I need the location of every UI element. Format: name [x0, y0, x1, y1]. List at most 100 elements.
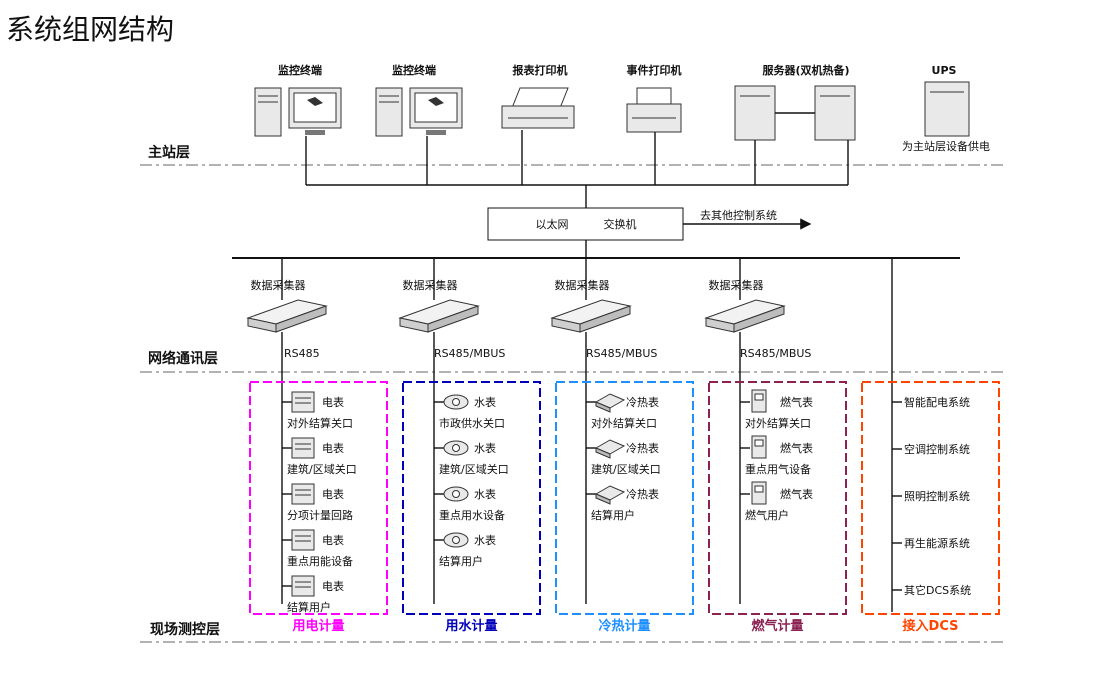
electric-meter-icon [291, 391, 315, 413]
meter-location-label: 重点用水设备 [439, 508, 505, 522]
electric-meter-icon [291, 437, 315, 459]
meter-location-label: 重点用能设备 [287, 554, 353, 568]
data-collector: 数据采集器 RS485/MBUS [550, 258, 657, 604]
water-meter-icon [443, 486, 469, 502]
meter-type-label: 水表 [474, 533, 496, 547]
meter-type-label: 冷热表 [626, 441, 659, 455]
meter-type-label: 冷热表 [626, 395, 659, 409]
meter-location-label: 建筑/区域关口 [591, 462, 661, 476]
water-meter-icon [443, 440, 469, 456]
ups-icon [924, 81, 970, 137]
workstation-icon [375, 87, 463, 137]
meter-location-label: 建筑/区域关口 [287, 462, 357, 476]
electric-meter-icon [291, 483, 315, 505]
heat-meter-icon [594, 485, 626, 505]
ethernet-switch [487, 207, 684, 241]
switch-label-right: 交换机 [604, 217, 637, 231]
meter-location-label: 市政供水关口 [439, 416, 505, 430]
meter-type-label: 电表 [322, 579, 344, 593]
collector-label: 数据采集器 [709, 278, 764, 292]
water-meter-icon [443, 394, 469, 410]
other-system-label: 去其他控制系统 [700, 208, 777, 222]
dcs-system-label: 照明控制系统 [904, 489, 970, 503]
meter-type-label: 电表 [322, 395, 344, 409]
meter-location-label: 燃气用户 [745, 508, 789, 522]
group-border [861, 381, 1000, 615]
dual-server-icon [734, 85, 856, 141]
group-caption: 燃气计量 [751, 618, 803, 634]
meter-type-label: 电表 [322, 441, 344, 455]
collector-bus-label: RS485 [284, 347, 320, 360]
dcs-system-label: 其它DCS系统 [904, 583, 971, 597]
top-device-label: 报表打印机 [513, 63, 568, 77]
layer-label-field: 现场测控层 [150, 621, 220, 638]
dcs-system-label: 再生能源系统 [904, 536, 970, 550]
collector-bus-label: RS485/MBUS [434, 347, 505, 360]
collectors: 数据采集器 RS485 数据采集器 RS485/MBUS 数据采集器 RS485/MBUS… [246, 258, 811, 604]
group-border [249, 381, 388, 615]
meter-type-label: 电表 [322, 533, 344, 547]
meter-location-label: 结算用户 [439, 554, 483, 568]
water-meter-icon [443, 532, 469, 548]
group-border [555, 381, 694, 615]
meter-location-label: 建筑/区域关口 [439, 462, 509, 476]
group-border [708, 381, 847, 615]
meter-type-label: 水表 [474, 487, 496, 501]
group-border [402, 381, 541, 615]
data-collector: 数据采集器 RS485/MBUS [704, 258, 811, 604]
group-caption: 用电计量 [291, 618, 344, 634]
electric-meter-icon [291, 575, 315, 597]
group-caption: 接入DCS [903, 618, 959, 634]
dcs-system-label: 空调控制系统 [904, 442, 970, 456]
metering-group: 用电计量电表对外结算关口电表建筑/区域关口电表分项计量回路电表重点用能设备电表结… [249, 381, 388, 634]
event-printer-icon [626, 87, 682, 133]
layer-label-station: 主站层 [148, 144, 190, 161]
collector-label: 数据采集器 [555, 278, 610, 292]
top-device-label: 监控终端 [278, 63, 322, 77]
meter-type-label: 燃气表 [780, 395, 813, 409]
meter-location-label: 分项计量回路 [287, 509, 353, 522]
electric-meter-icon [291, 529, 315, 551]
workstation-icon [254, 87, 342, 137]
meter-location-label: 结算用户 [287, 600, 331, 614]
collector-label: 数据采集器 [251, 278, 306, 292]
top-device-label: 监控终端 [392, 63, 436, 77]
heat-meter-icon [594, 393, 626, 413]
report-printer-icon [501, 87, 575, 129]
data-collector: 数据采集器 RS485 [246, 258, 328, 604]
gas-meter-icon [751, 389, 767, 413]
meter-location-label: 重点用气设备 [745, 462, 811, 476]
meter-type-label: 水表 [474, 395, 496, 409]
gas-meter-icon [751, 435, 767, 459]
meter-type-label: 燃气表 [780, 441, 813, 455]
meter-type-label: 电表 [322, 487, 344, 501]
meter-location-label: 对外结算关口 [591, 416, 657, 430]
meter-type-label: 冷热表 [626, 487, 659, 501]
gas-meter-icon [751, 481, 767, 505]
group-caption: 用水计量 [444, 618, 497, 634]
top-device-label: UPS [932, 64, 957, 77]
top-device-label: 服务器(双机热备) [762, 63, 849, 77]
page-title: 系统组网结构 [6, 13, 175, 46]
meter-location-label: 对外结算关口 [745, 416, 811, 430]
meter-type-label: 水表 [474, 441, 496, 455]
dcs-system-label: 智能配电系统 [904, 395, 970, 409]
top-device-label: 事件打印机 [627, 63, 682, 77]
collector-bus-label: RS485/MBUS [740, 347, 811, 360]
switch-label-left: 以太网 [536, 218, 569, 231]
collector-bus-label: RS485/MBUS [586, 347, 657, 360]
meter-location-label: 对外结算关口 [287, 416, 353, 430]
meter-location-label: 结算用户 [591, 508, 635, 522]
data-collector: 数据采集器 RS485/MBUS [398, 258, 505, 604]
ups-note: 为主站层设备供电 [902, 139, 990, 153]
groups: 用电计量电表对外结算关口电表建筑/区域关口电表分项计量回路电表重点用能设备电表结… [249, 381, 1000, 634]
meter-type-label: 燃气表 [780, 487, 813, 501]
layer-label-network: 网络通讯层 [148, 350, 218, 367]
collector-label: 数据采集器 [403, 278, 458, 292]
group-caption: 冷热计量 [598, 618, 650, 634]
heat-meter-icon [594, 439, 626, 459]
